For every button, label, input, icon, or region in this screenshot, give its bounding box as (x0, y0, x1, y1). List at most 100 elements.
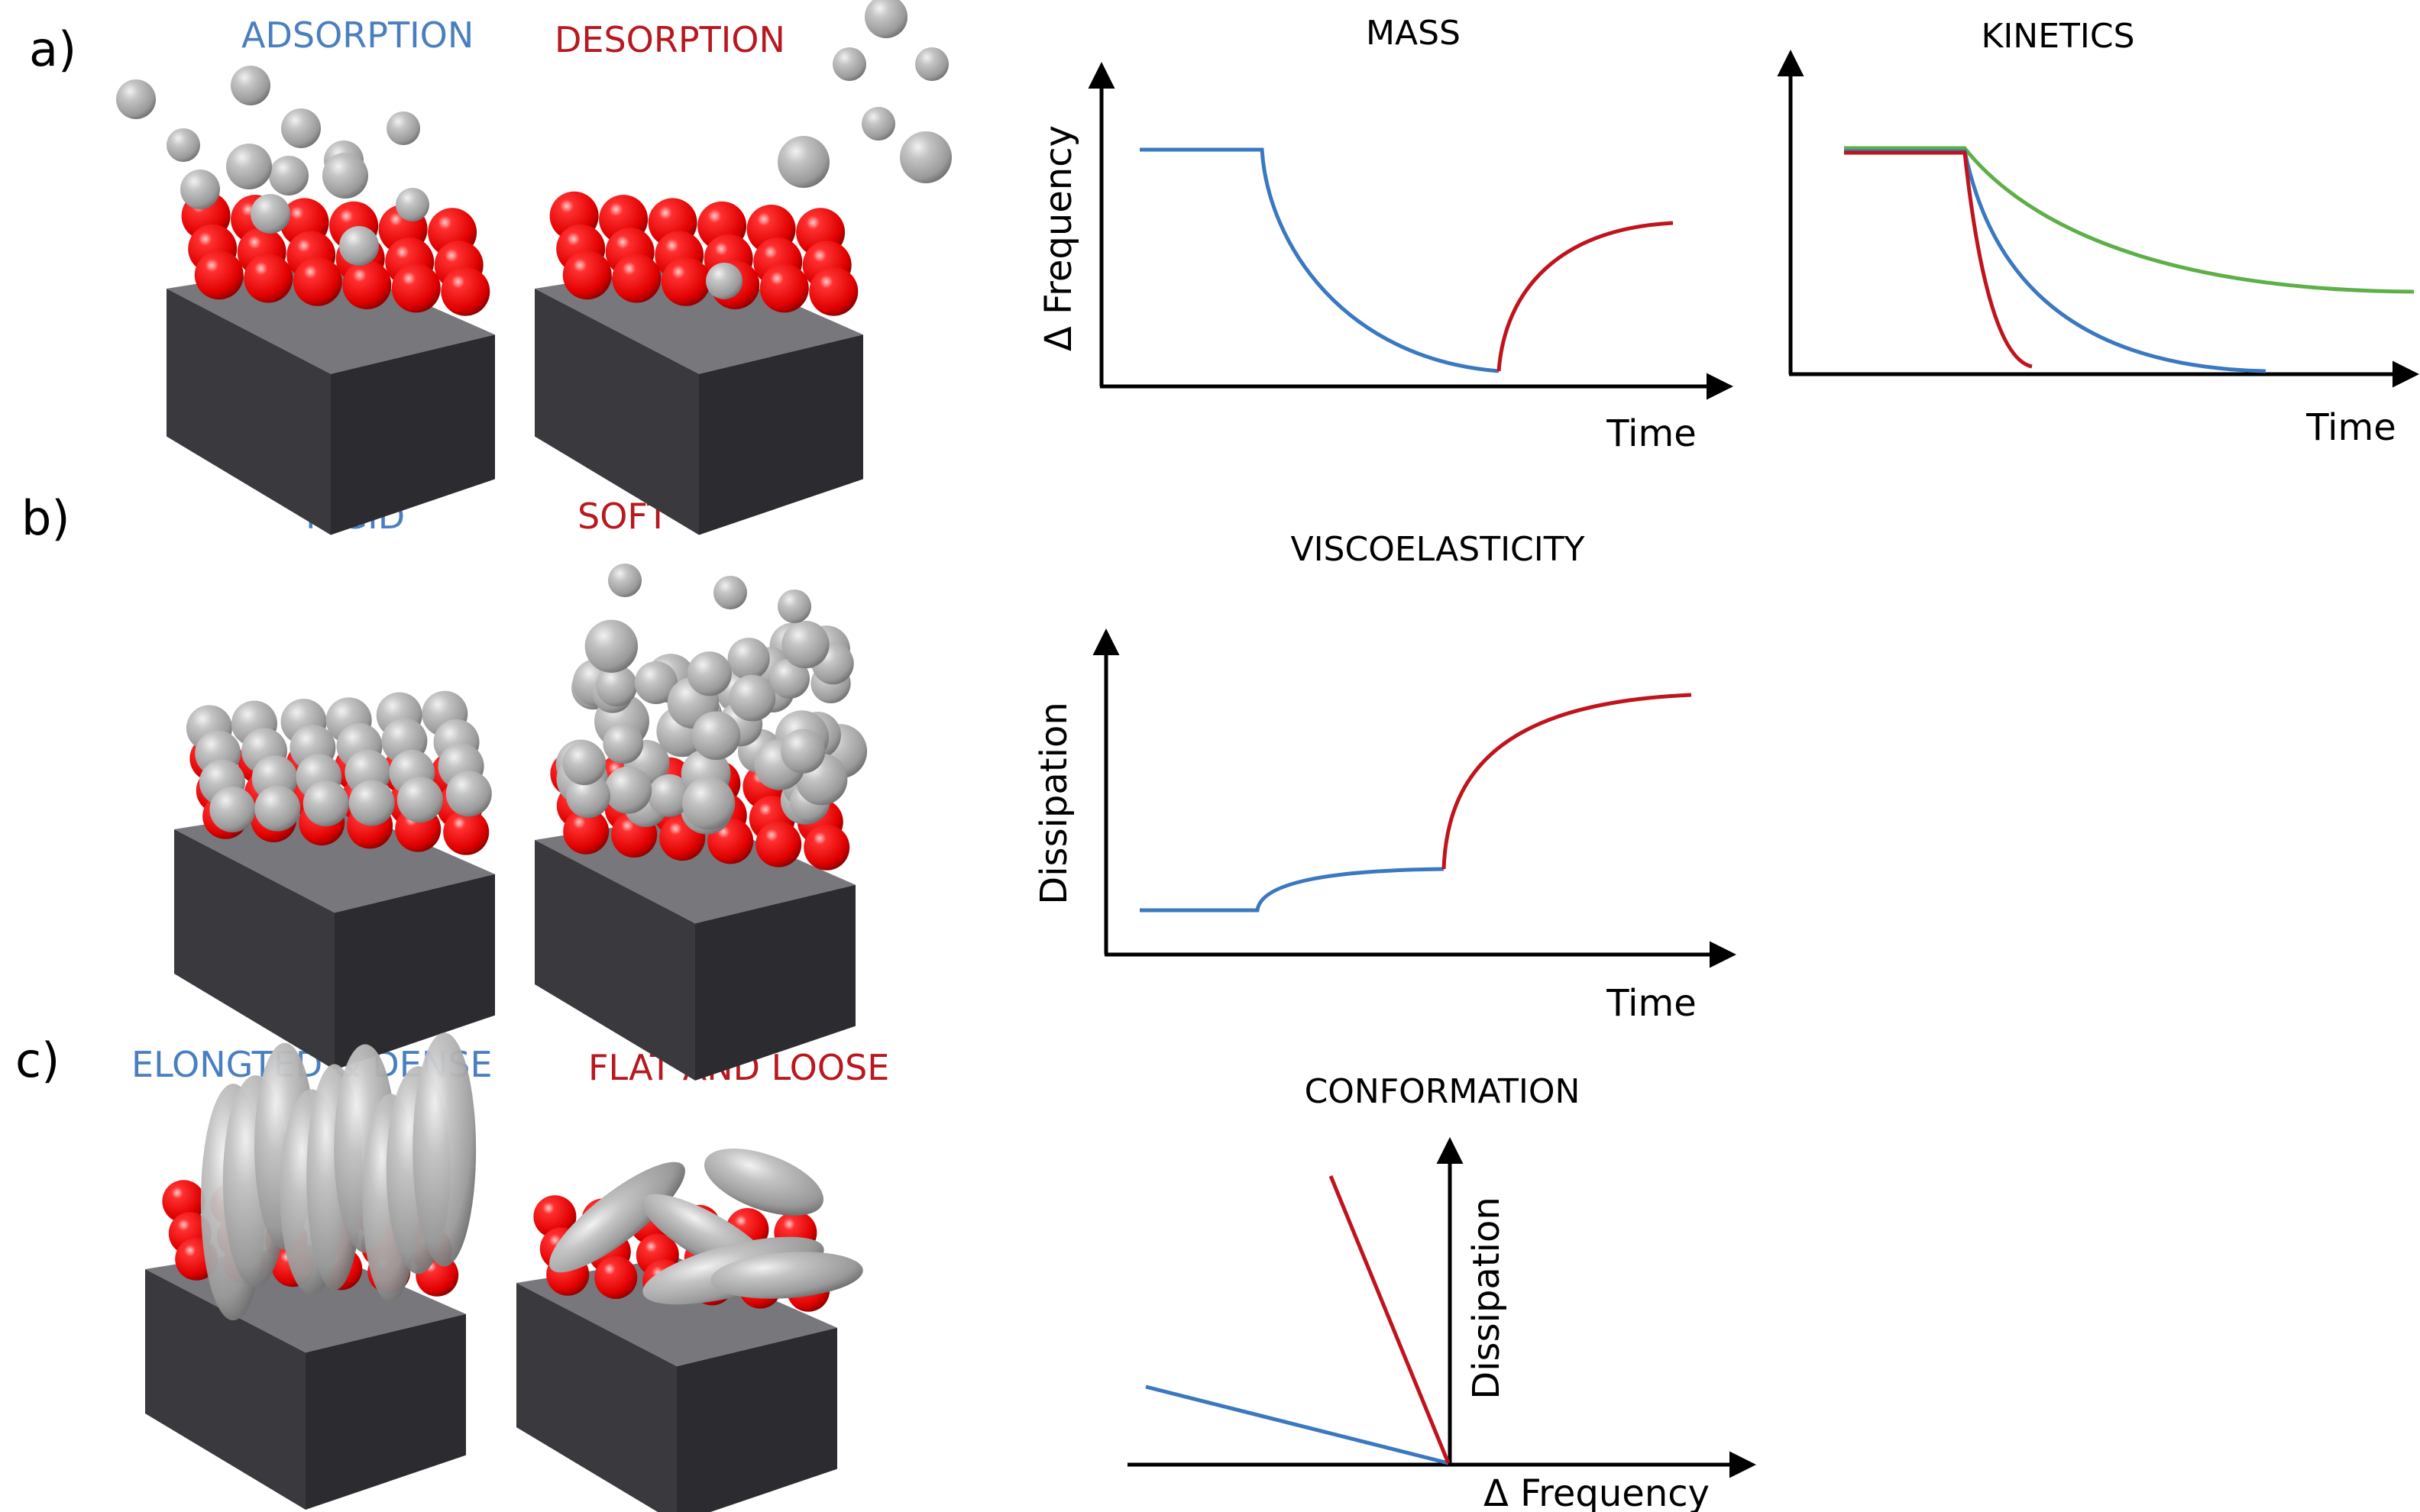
adsorption-scene (116, 66, 495, 535)
visco-ylabel: Dissipation (1033, 702, 1076, 904)
conformation-title: CONFORMATION (1305, 1072, 1580, 1111)
red-sphere (342, 260, 392, 310)
red-sphere (391, 263, 441, 313)
red-sphere (533, 1195, 577, 1239)
block-left-face (167, 289, 331, 535)
conf-flat-line (1145, 1384, 1449, 1465)
mass-ylabel: Δ Frequency (1037, 125, 1080, 351)
row-label-c: c) (15, 1032, 60, 1088)
grey-sphere (396, 777, 443, 823)
visco-soft-curve (1441, 693, 1692, 870)
mass-xlabel: Time (1606, 412, 1696, 455)
block-left-face (145, 1269, 306, 1510)
block-left-face (174, 829, 335, 1070)
grey-sphere (254, 785, 301, 832)
grey-sphere (302, 780, 349, 827)
grey-sphere (584, 619, 639, 673)
grey-sphere (687, 651, 732, 696)
grey-sphere (713, 576, 747, 609)
red-sphere (162, 1180, 205, 1223)
elongated-scene (145, 1032, 477, 1510)
red-sphere (194, 250, 244, 300)
grey-sphere (180, 170, 220, 209)
grey-sphere (706, 263, 742, 299)
block-right-face (677, 1327, 837, 1512)
flat-ellipsoid (710, 1252, 863, 1299)
desorption-scene (535, 0, 952, 535)
grey-sphere (562, 741, 607, 786)
block-left-face (535, 840, 695, 1081)
red-sphere (562, 250, 612, 300)
block-left-face (516, 1283, 677, 1512)
grey-sphere (116, 79, 156, 119)
grey-sphere (603, 723, 644, 764)
mass-chart: MASS Δ Frequency Time (1037, 14, 1733, 455)
red-sphere (443, 809, 490, 855)
flat-ellipsoid (549, 1161, 685, 1273)
red-sphere (244, 254, 293, 303)
grey-sphere (231, 66, 270, 105)
row-label-b: b) (21, 490, 70, 546)
conformation-chart: CONFORMATION Dissipation Δ Frequency (1128, 1072, 1756, 1512)
grey-sphere (445, 771, 492, 817)
grey-sphere (608, 564, 642, 597)
block-right-face (331, 334, 495, 535)
flat-ellipsoid (704, 1149, 824, 1216)
grey-sphere (727, 638, 770, 680)
mass-adsorption-curve (1140, 147, 1500, 373)
grey-sphere (729, 674, 776, 722)
flat-scene (516, 1149, 863, 1512)
grey-sphere (778, 136, 830, 188)
grey-sphere (596, 665, 638, 707)
grey-sphere (269, 156, 309, 195)
red-sphere (759, 263, 809, 313)
grey-sphere (322, 153, 368, 199)
grey-sphere (781, 729, 826, 774)
grey-sphere (682, 777, 736, 830)
kinetics-xlabel: Time (2305, 406, 2396, 449)
grey-sphere (339, 226, 379, 266)
conf-xlabel: Δ Frequency (1483, 1472, 1710, 1512)
grey-sphere (778, 590, 811, 623)
grey-sphere (691, 711, 741, 761)
conf-elongated-line (1328, 1175, 1451, 1464)
viscoelasticity-title: VISCOELASTICITY (1290, 530, 1584, 569)
grey-sphere (226, 144, 272, 189)
red-sphere (594, 1256, 638, 1299)
desorption-label: DESORPTION (555, 19, 785, 60)
block-right-face (699, 334, 863, 535)
grey-sphere (209, 786, 256, 832)
mass-desorption-curve (1496, 221, 1674, 372)
grey-sphere (281, 108, 321, 148)
visco-rigid-curve (1140, 867, 1445, 913)
red-sphere (293, 257, 342, 306)
adsorption-label: ADSORPTION (241, 15, 474, 56)
block-right-face (335, 874, 495, 1070)
row-label-a: a) (29, 21, 76, 77)
red-sphere (612, 254, 662, 303)
block-right-face (695, 884, 856, 1081)
conf-ylabel: Dissipation (1465, 1197, 1508, 1399)
grey-sphere (387, 111, 420, 145)
grey-sphere (862, 107, 895, 141)
visco-xlabel: Time (1606, 982, 1696, 1025)
grey-sphere (167, 128, 200, 162)
grey-sphere (648, 774, 691, 817)
grey-sphere (781, 620, 830, 669)
grey-sphere (566, 774, 610, 819)
grey-sphere (396, 188, 429, 221)
grey-sphere (833, 47, 866, 81)
block-left-face (535, 289, 699, 535)
grey-sphere (769, 658, 810, 699)
rigid-scene (174, 690, 495, 1070)
kinetics-red-curve (1844, 150, 2033, 369)
kinetics-green-curve (1844, 146, 2415, 294)
block-right-face (306, 1313, 466, 1510)
grey-sphere (348, 780, 395, 826)
kinetics-blue-curve (1844, 149, 2266, 373)
viscoelasticity-chart: VISCOELASTICITY Dissipation Time (1033, 530, 1736, 1025)
grey-sphere (251, 194, 290, 234)
grey-sphere (915, 47, 949, 81)
kinetics-chart: KINETICS Time (1777, 17, 2419, 449)
